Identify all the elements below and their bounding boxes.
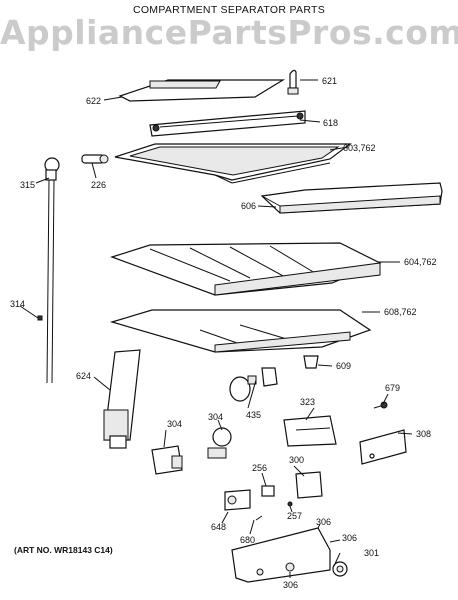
callout-606: 606 [241,201,257,211]
part-small-components [224,471,323,521]
callout-609: 609 [336,361,352,371]
part-304-housing [151,427,232,475]
part-622-cover [118,79,286,102]
part-606-cover [260,182,443,214]
callout-679: 679 [385,383,401,393]
callout-622: 622 [86,96,102,106]
part-621-tube [287,69,299,95]
callout-680: 680 [240,535,256,545]
callout-308: 308 [416,429,432,439]
part-603-shelf [114,143,352,184]
part-604-partition [110,242,382,296]
part-315-314-rod [37,157,60,384]
art-number: (ART NO. WR18143 C14) [14,545,113,555]
callout-648: 648 [211,522,227,532]
callout-306-bottom: 306 [283,580,299,590]
callout-226: 226 [91,180,107,190]
callout-315: 315 [20,180,36,190]
part-308-bracket [359,429,407,465]
part-323-control [283,415,337,447]
part-301-knob [332,561,348,577]
diagram-title: COMPARTMENT SEPARATOR PARTS [132,4,326,16]
callout-306-top: 306 [316,517,332,527]
callout-304-right: 304 [208,412,224,422]
part-679-screw [373,401,388,409]
site-watermark: AppliancePartsPros.com [0,13,458,52]
callout-304-left: 304 [167,419,183,429]
part-609-clip [303,355,319,369]
callout-301: 301 [364,548,380,558]
callout-306-mid: 306 [342,533,358,543]
callout-256: 256 [252,463,268,473]
callout-435: 435 [246,410,262,420]
callout-300: 300 [289,455,305,465]
callout-621: 621 [322,76,338,86]
part-624-duct [103,349,141,449]
callout-257: 257 [287,511,303,521]
callout-603-762: 603,762 [343,143,376,153]
callout-604-762: 604,762 [404,257,437,267]
callout-624: 624 [76,371,92,381]
leader-lines [19,79,413,578]
callout-608-762: 608,762 [384,307,417,317]
part-435-bulb [229,367,278,402]
callout-618: 618 [323,118,339,128]
part-618-rail [149,110,306,137]
callout-314: 314 [10,299,26,309]
callout-323: 323 [300,397,316,407]
part-226-fitting [81,154,109,164]
part-608-plate [109,309,372,353]
